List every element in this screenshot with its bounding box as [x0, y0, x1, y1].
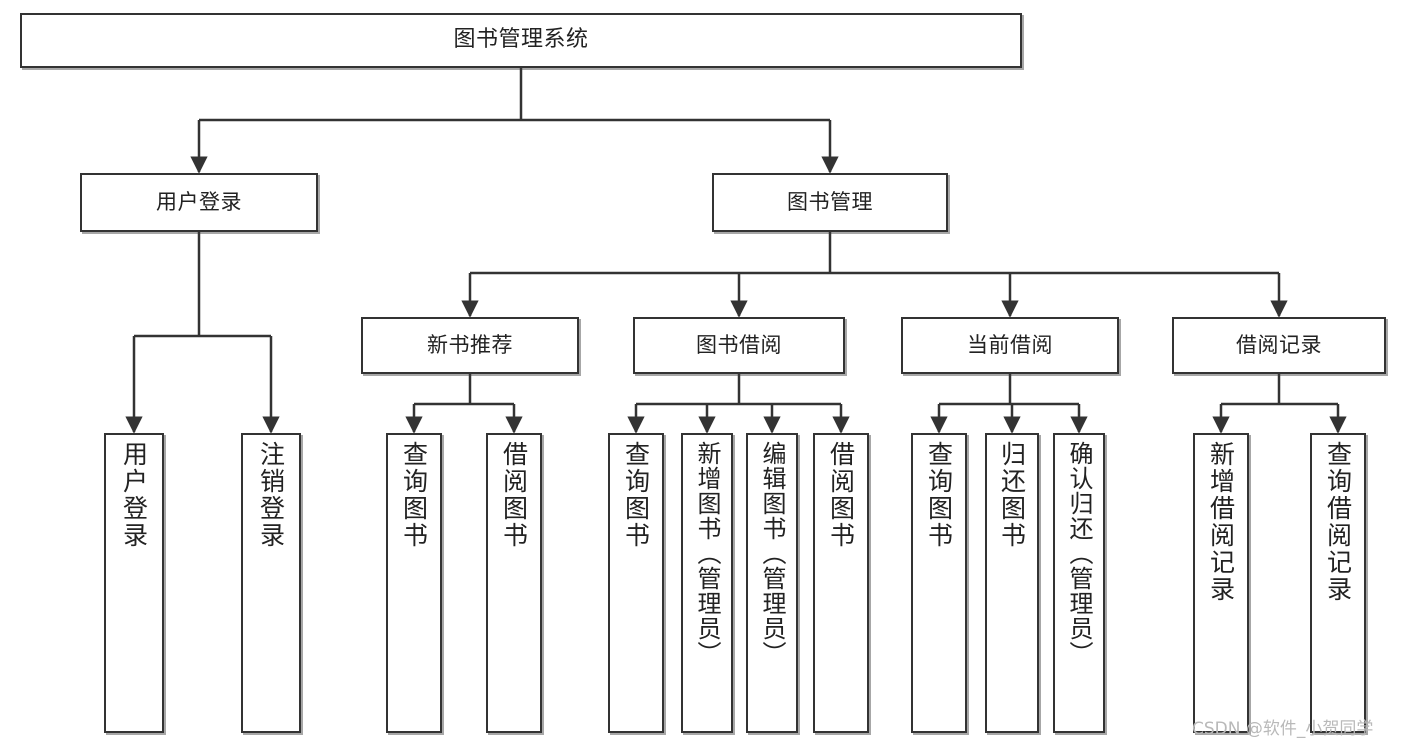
node-current-borrow[interactable]: 当前借阅 [901, 317, 1119, 374]
node-label: 借阅记录 [1236, 332, 1322, 357]
node-label: 注销登录 [256, 441, 286, 549]
node-label: 图书管理系统 [453, 27, 589, 53]
node-leaf-rec-borrow[interactable]: 借阅图书 [486, 433, 542, 733]
node-label: 当前借阅 [967, 332, 1053, 357]
node-leaf-user-login[interactable]: 用户登录 [104, 433, 164, 733]
node-leaf-user-logout[interactable]: 注销登录 [241, 433, 301, 733]
node-label: 借阅图书 [826, 441, 856, 549]
node-user-login[interactable]: 用户登录 [80, 173, 318, 232]
node-leaf-cur-return[interactable]: 归还图书 [985, 433, 1039, 733]
csdn-watermark: CSDN @软件_小贺同学 [1192, 719, 1374, 739]
node-label: 新书推荐 [427, 332, 513, 357]
node-label: 图书借阅 [696, 332, 782, 357]
node-new-book-rec[interactable]: 新书推荐 [361, 317, 579, 374]
node-book-borrow[interactable]: 图书借阅 [633, 317, 845, 374]
node-label: 编辑图书（管理员） [758, 441, 786, 666]
node-label: 查询图书 [399, 441, 429, 549]
node-book-manage[interactable]: 图书管理 [712, 173, 948, 232]
node-leaf-borrow-edit[interactable]: 编辑图书（管理员） [746, 433, 798, 733]
node-label: 新增图书（管理员） [693, 441, 721, 666]
node-leaf-rec-add[interactable]: 新增借阅记录 [1193, 433, 1249, 733]
node-label: 确认归还（管理员） [1065, 441, 1093, 666]
node-label: 用户登录 [156, 189, 242, 214]
node-label: 归还图书 [997, 441, 1027, 549]
node-label: 查询图书 [621, 441, 651, 549]
node-leaf-borrow-add[interactable]: 新增图书（管理员） [681, 433, 733, 733]
node-leaf-rec-query[interactable]: 查询图书 [386, 433, 442, 733]
node-leaf-cur-confirm[interactable]: 确认归还（管理员） [1053, 433, 1105, 733]
node-leaf-cur-query[interactable]: 查询图书 [911, 433, 967, 733]
node-label: 查询图书 [924, 441, 954, 549]
node-borrow-record[interactable]: 借阅记录 [1172, 317, 1386, 374]
node-label: 图书管理 [787, 189, 873, 214]
node-leaf-rec-query2[interactable]: 查询借阅记录 [1310, 433, 1366, 733]
node-leaf-borrow-query[interactable]: 查询图书 [608, 433, 664, 733]
node-label: 新增借阅记录 [1206, 441, 1236, 603]
node-label: 查询借阅记录 [1323, 441, 1353, 603]
node-label: 用户登录 [119, 441, 149, 549]
node-leaf-borrow-do[interactable]: 借阅图书 [813, 433, 869, 733]
node-root[interactable]: 图书管理系统 [20, 13, 1022, 68]
node-label: 借阅图书 [499, 441, 529, 549]
